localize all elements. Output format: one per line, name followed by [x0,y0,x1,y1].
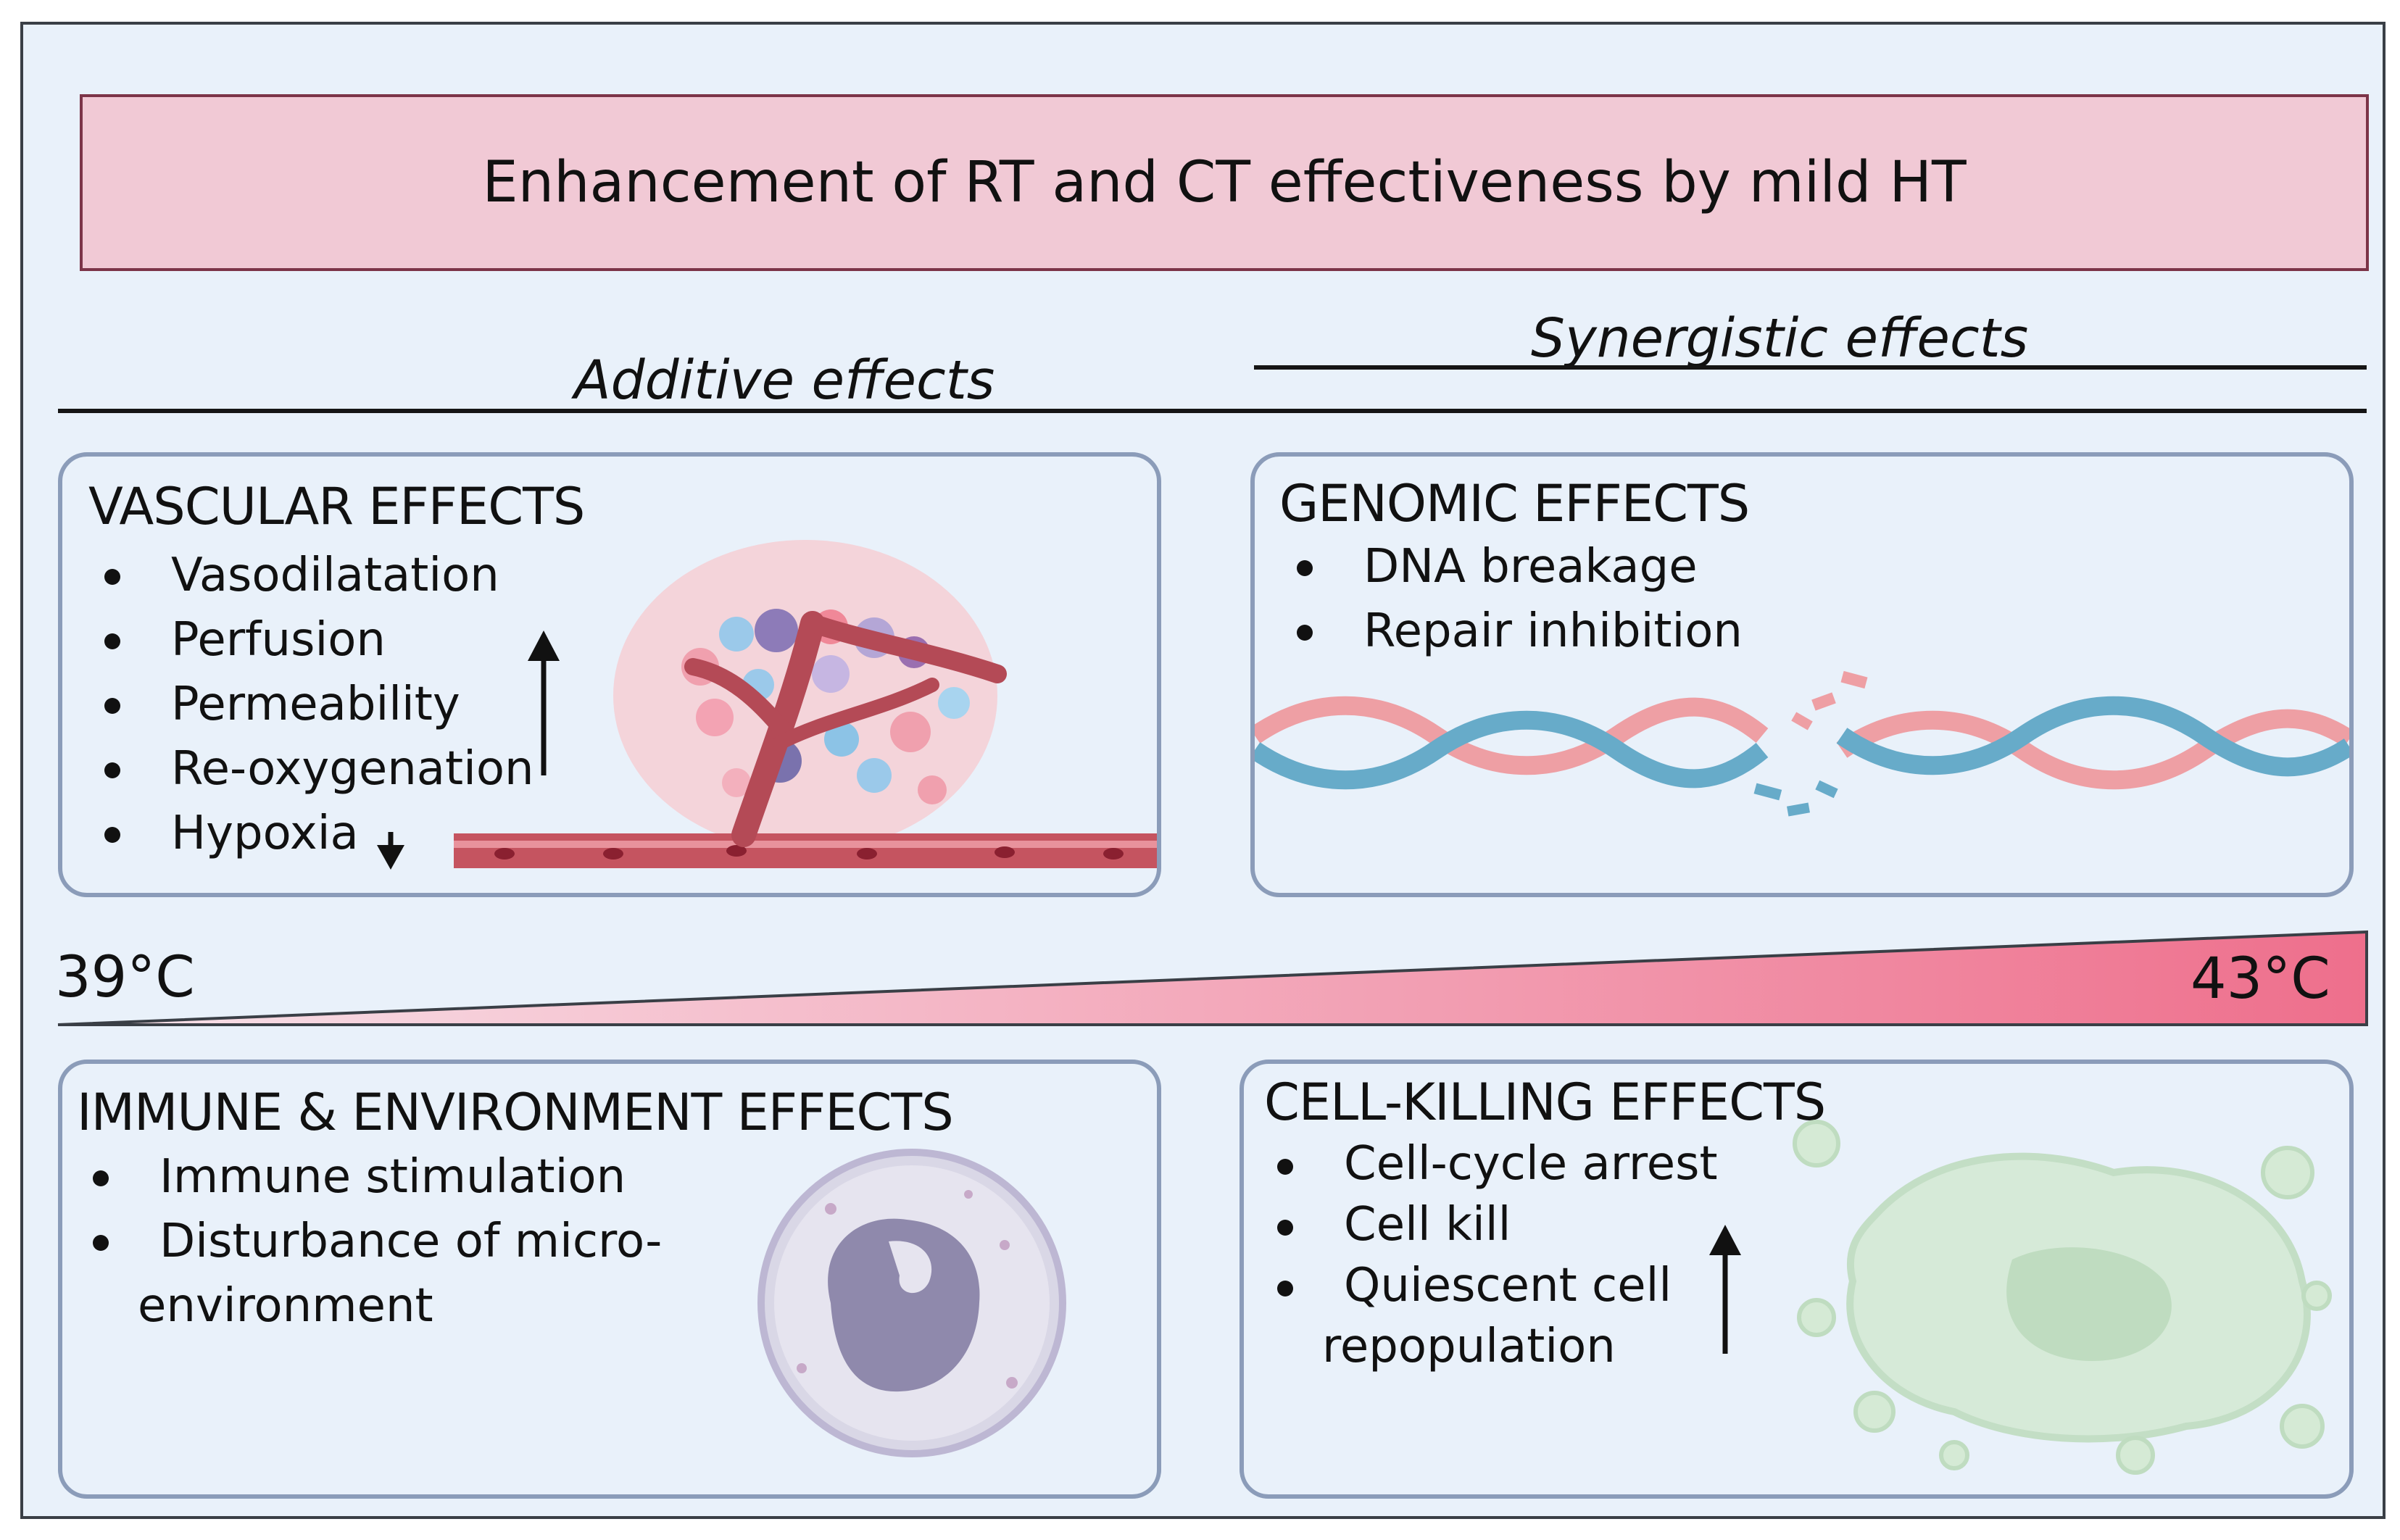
genomic-effects-panel: GENOMIC EFFECTS DNA breakage Repair inhi… [1250,452,2354,897]
list-item-continuation: environment [138,1279,433,1333]
list-item: Quiescent cell [1264,1255,1718,1316]
cell-killing-list: Cell-cycle arrest Cell kill Quiescent ce… [1264,1133,1718,1377]
vascular-effects-title: VASCULAR EFFECTS [88,477,585,536]
down-arrow-icon [377,832,404,870]
temperature-gradient [57,930,2368,1026]
list-item: Disturbance of micro- [80,1210,662,1274]
dna-helix-icon [1255,670,2349,817]
up-arrow-icon [528,630,560,775]
immune-environment-panel: IMMUNE & ENVIRONMENT EFFECTS Immune stim… [58,1060,1161,1499]
figure-title: Enhancement of RT and CT effectiveness b… [80,94,2369,271]
immune-cell-icon [757,1149,1066,1457]
vascular-effects-list: Vasodilatation Perfusion Permeability Re… [91,544,534,866]
synergistic-underline [1254,365,2367,370]
list-item: Vasodilatation [91,544,534,608]
vascular-illustration [377,540,1157,870]
temperature-wedge [57,930,2368,1026]
genomic-effects-title: GENOMIC EFFECTS [1279,474,1750,533]
up-arrow-icon [1709,1225,1741,1354]
figure-frame: Enhancement of RT and CT effectiveness b… [20,22,2386,1519]
list-item: Permeability [91,673,534,737]
list-item: Cell-cycle arrest [1264,1133,1718,1194]
immune-environment-title: IMMUNE & ENVIRONMENT EFFECTS [77,1083,954,1142]
list-item: Hypoxia [91,802,534,866]
genomic-effects-list: DNA breakage Repair inhibition [1284,535,1743,664]
list-item-continuation: repopulation [1322,1320,1616,1373]
immune-environment-list: Immune stimulation Disturbance of micro-… [80,1145,662,1339]
list-item: DNA breakage [1284,535,1743,599]
list-item: Perfusion [91,608,534,673]
temperature-high-label: 43°C [2191,946,2330,1012]
dna-break-illustration [1255,670,2349,817]
vascular-effects-panel: VASCULAR EFFECTS Vasodilatation Perfusio… [58,452,1161,897]
dying-cell-illustration [1709,1120,2332,1475]
cell-killing-title: CELL-KILLING EFFECTS [1264,1073,1826,1132]
section-divider [58,409,2367,413]
cell-killing-panel: CELL-KILLING EFFECTS Cell-cycle arrest C… [1240,1060,2354,1499]
tumor-vessel-icon [454,540,1157,868]
additive-effects-label: Additive effects [574,349,995,412]
list-item: Repair inhibition [1284,599,1743,664]
list-item: Re-oxygenation [91,737,534,802]
list-item: Cell kill [1264,1194,1718,1255]
dying-cell-icon [1793,1120,2332,1475]
list-item: Immune stimulation [80,1145,662,1210]
synergistic-effects-label: Synergistic effects [1531,307,2029,370]
immune-cell-illustration [757,1149,1066,1457]
temperature-low-label: 39°C [55,945,195,1010]
